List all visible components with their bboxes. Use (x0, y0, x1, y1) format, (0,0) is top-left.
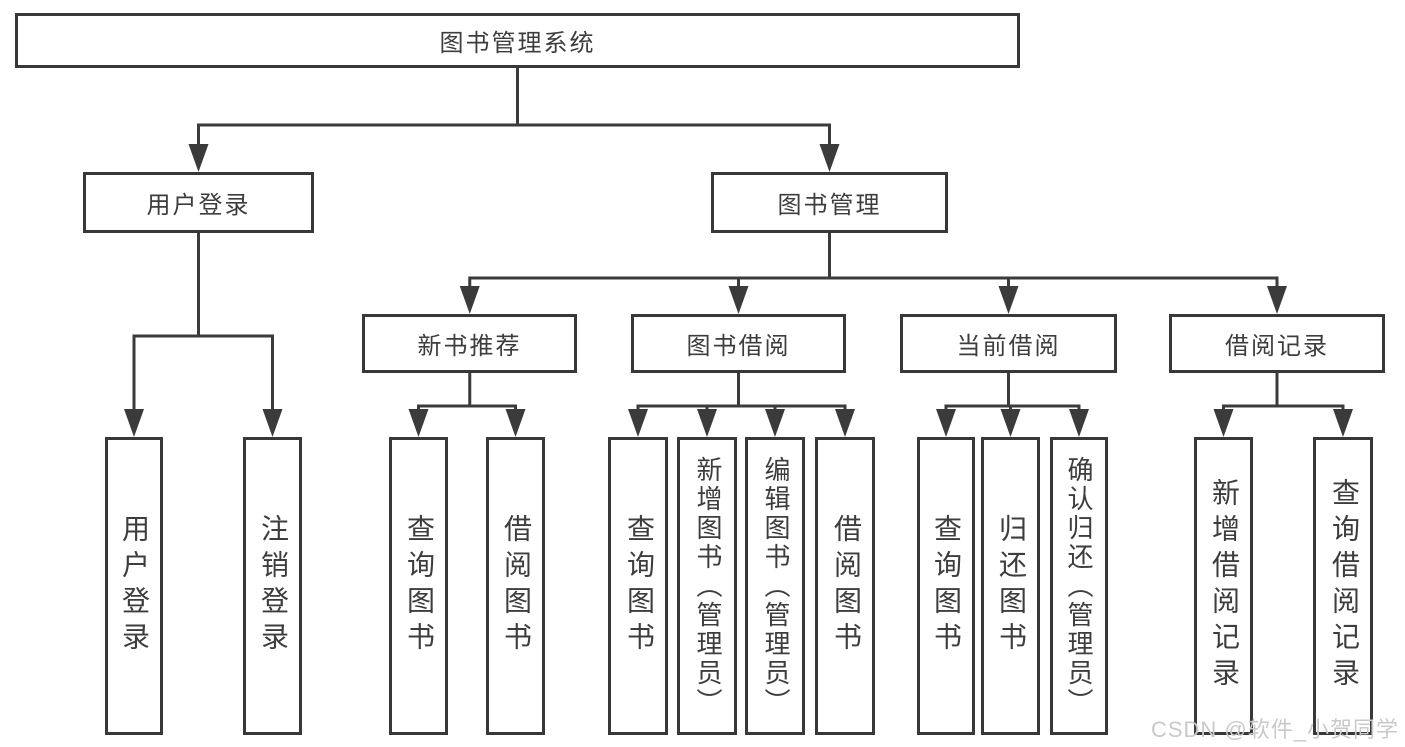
leaf-current-query-books: 查询图书 (917, 437, 975, 735)
leaf-edit-books-admin: 编辑图书（管理员） (745, 437, 805, 735)
leaf-recommend-borrow-books: 借阅图书 (486, 437, 545, 735)
leaf-query-borrow-record: 查询借阅记录 (1313, 437, 1373, 735)
node-new-book-recommend: 新书推荐 (362, 314, 577, 373)
arrowheads (124, 144, 1353, 437)
node-book-management: 图书管理 (711, 172, 948, 233)
node-user-login: 用户登录 (83, 172, 314, 233)
leaf-user-login: 用户登录 (105, 437, 163, 735)
node-borrow-records: 借阅记录 (1169, 314, 1385, 373)
leaf-logout: 注销登录 (243, 437, 302, 735)
leaf-borrow-books: 借阅图书 (815, 437, 875, 735)
leaf-confirm-return-admin: 确认归还（管理员） (1050, 437, 1108, 735)
node-book-borrow: 图书借阅 (631, 314, 846, 373)
leaf-borrow-query-books: 查询图书 (608, 437, 668, 735)
leaf-add-borrow-record: 新增借阅记录 (1194, 437, 1253, 735)
leaf-return-books: 归还图书 (981, 437, 1040, 735)
leaf-recommend-query-books: 查询图书 (389, 437, 448, 735)
csdn-watermark: CSDN @软件_小贺同学 (1150, 717, 1399, 742)
node-current-borrow: 当前借阅 (900, 314, 1117, 373)
leaf-add-books-admin: 新增图书（管理员） (677, 437, 737, 735)
node-library-system: 图书管理系统 (15, 13, 1020, 68)
